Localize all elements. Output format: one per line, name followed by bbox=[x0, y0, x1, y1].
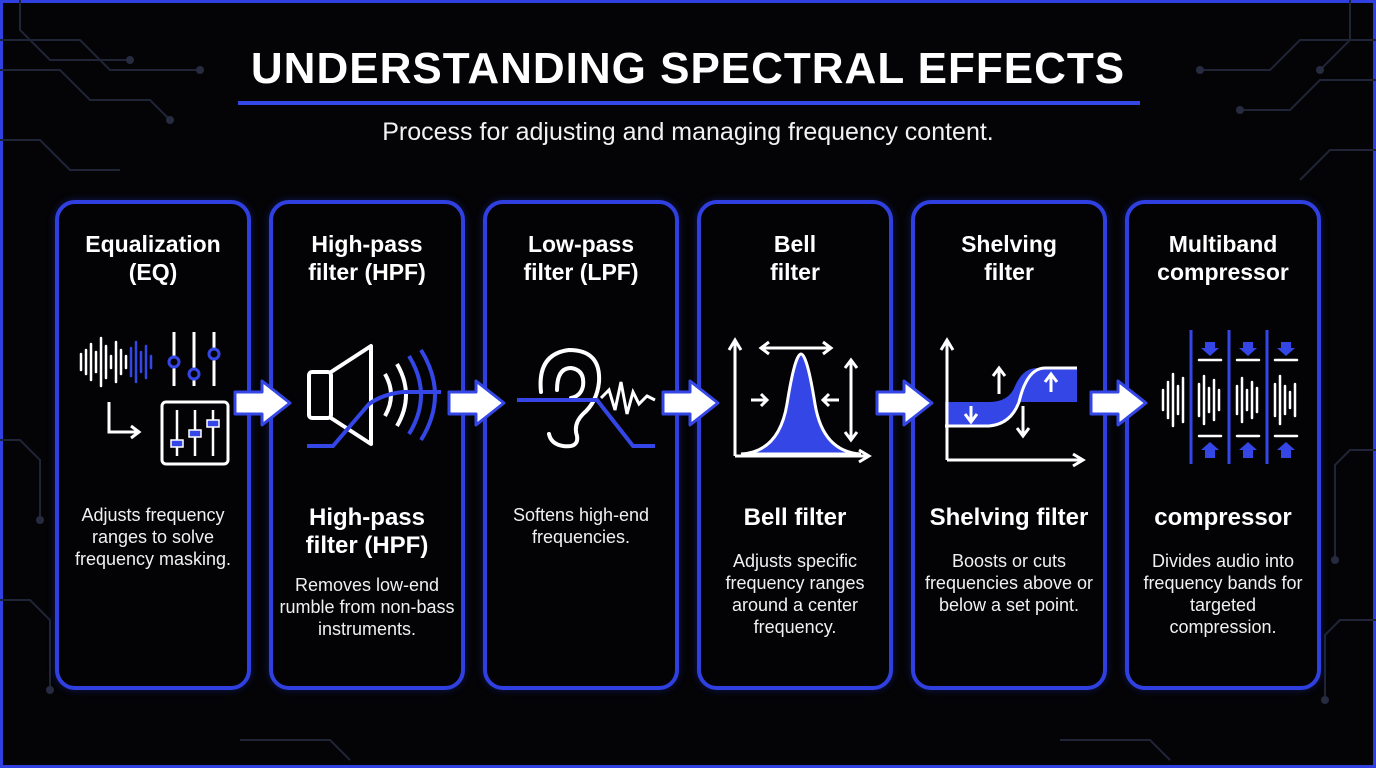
bell-curve-icon bbox=[727, 337, 872, 464]
flow-arrow-icon bbox=[447, 379, 506, 427]
card-title-line: filter bbox=[984, 259, 1034, 285]
step-card-multiband-compressor: Multiband compressor compressor Di bbox=[1125, 200, 1321, 690]
card-title-line: Bell bbox=[773, 231, 817, 257]
card-title-line: (EQ) bbox=[128, 259, 178, 285]
card-heading: Shelving filter bbox=[929, 504, 1089, 531]
card-description: Removes low-end rumble from non-bass ins… bbox=[279, 575, 455, 639]
card-title-line: filter (LPF) bbox=[523, 259, 639, 285]
shelving-curve-icon bbox=[939, 337, 1086, 468]
card-title: Low-pass filter (LPF) bbox=[487, 230, 675, 286]
page-subtitle: Process for adjusting and managing frequ… bbox=[382, 118, 994, 146]
card-description: Divides audio into frequency bands for t… bbox=[1143, 551, 1303, 637]
card-description: Boosts or cuts frequencies above or belo… bbox=[924, 551, 1094, 615]
multiband-compressor-icon bbox=[1161, 330, 1299, 464]
card-heading: compressor bbox=[1154, 504, 1292, 531]
card-heading: Bell filter bbox=[743, 504, 847, 531]
flow-arrow-icon bbox=[661, 379, 720, 427]
card-title-line: filter bbox=[770, 259, 820, 285]
card-title: Multiband compressor bbox=[1129, 230, 1317, 286]
card-title-line: Equalization bbox=[85, 231, 221, 257]
card-heading-line: filter (HPF) bbox=[305, 532, 429, 559]
eq-waveform-sliders-icon bbox=[79, 332, 230, 466]
card-title-line: compressor bbox=[1157, 259, 1289, 285]
card-title-line: filter (HPF) bbox=[308, 259, 426, 285]
card-title-line: High-pass bbox=[311, 231, 423, 257]
card-description: Adjusts frequency ranges to solve freque… bbox=[74, 505, 232, 569]
card-title-line: Shelving bbox=[961, 231, 1057, 257]
card-title-line: Low-pass bbox=[527, 231, 635, 257]
flow-arrow-icon bbox=[875, 379, 934, 427]
step-card-shelving-filter: Shelving filter Shelving filter Boosts o… bbox=[911, 200, 1107, 690]
card-heading-line: High-pass bbox=[308, 504, 425, 531]
step-card-equalization: Equalization (EQ) Adjusts frequency ra bbox=[55, 200, 251, 690]
card-title: High-pass filter (HPF) bbox=[273, 230, 461, 286]
step-card-high-pass-filter: High-pass filter (HPF) High-pass filter … bbox=[269, 200, 465, 690]
flow-arrow-icon bbox=[1089, 379, 1148, 427]
title-underline bbox=[238, 101, 1140, 105]
step-card-low-pass-filter: Low-pass filter (LPF) Softens high-end f… bbox=[483, 200, 679, 690]
step-card-bell-filter: Bell filter Bell filter Adjusts specific… bbox=[697, 200, 893, 690]
speaker-highpass-icon bbox=[307, 344, 441, 448]
card-description: Adjusts specific frequency ranges around… bbox=[725, 551, 865, 637]
card-title-line: Multiband bbox=[1168, 231, 1278, 257]
flow-arrow-icon bbox=[233, 379, 292, 427]
ear-lowpass-icon bbox=[517, 347, 656, 449]
page-title: UNDERSTANDING SPECTRAL EFFECTS bbox=[250, 44, 1126, 93]
card-title: Shelving filter bbox=[915, 230, 1103, 286]
card-title: Equalization (EQ) bbox=[59, 230, 247, 286]
card-heading: High-pass filter (HPF) bbox=[273, 504, 461, 560]
card-title: Bell filter bbox=[701, 230, 889, 286]
card-description: Softens high-end frequencies. bbox=[512, 505, 650, 547]
